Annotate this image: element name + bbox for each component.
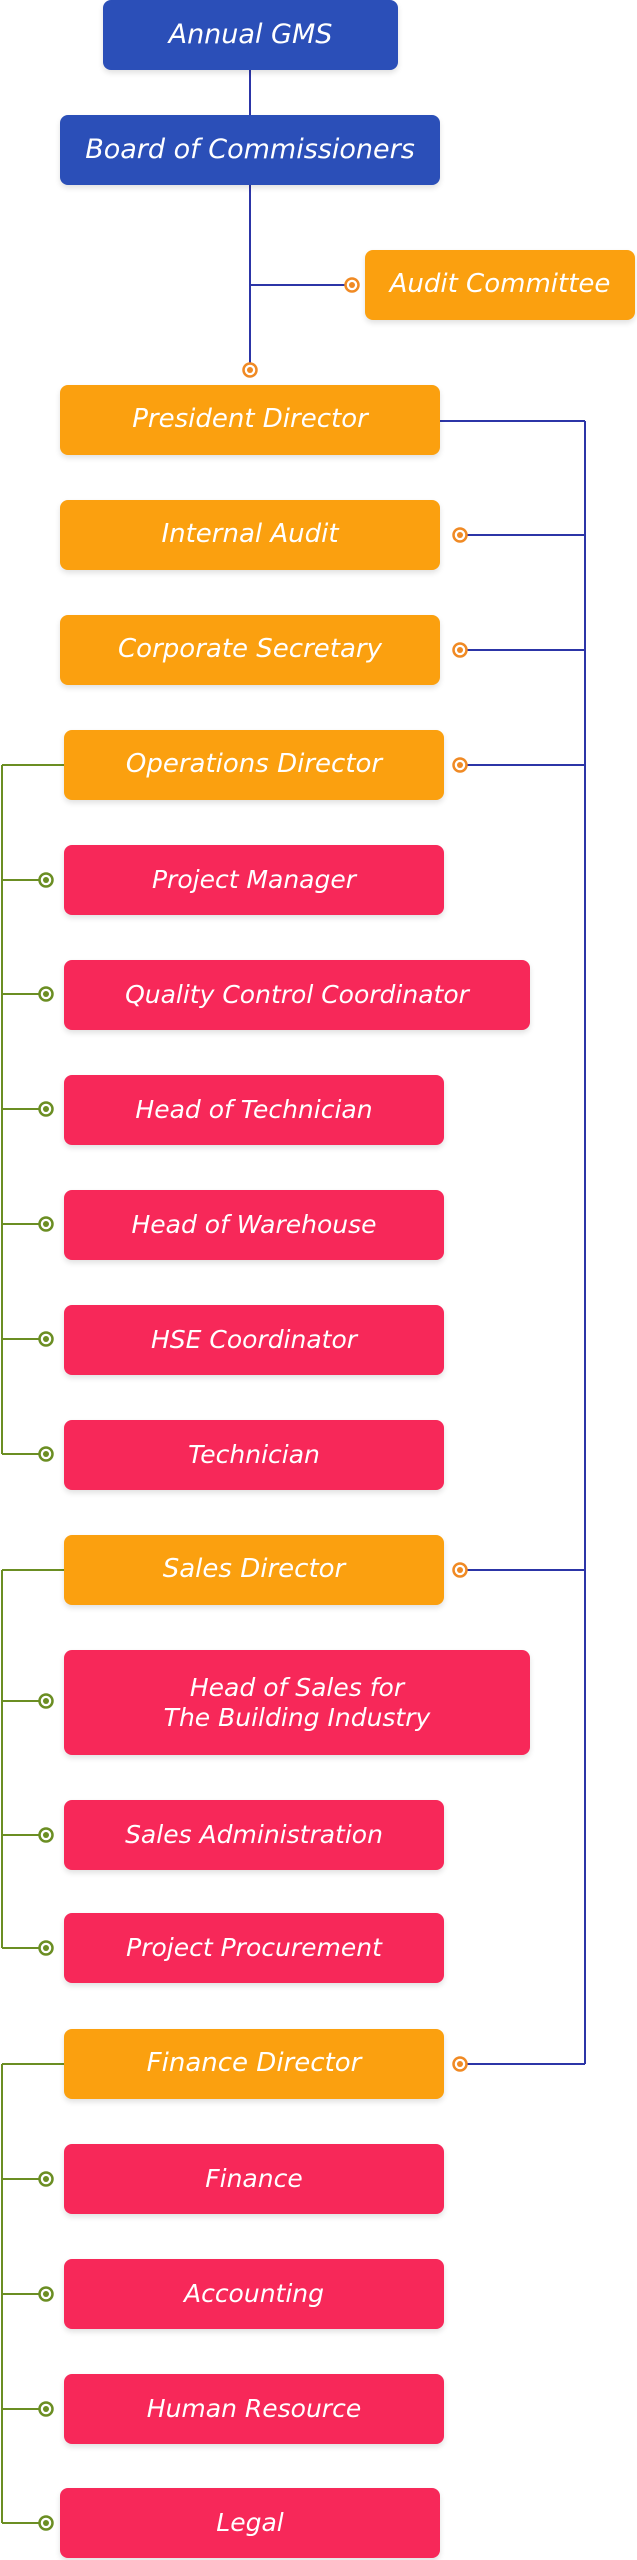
annual-gms-box: Annual GMS <box>103 0 398 70</box>
head-of-technician-label: Head of Technician <box>135 1095 373 1124</box>
quality-control-label: Quality Control Coordinator <box>125 980 469 1009</box>
finance-label: Finance <box>205 2164 303 2193</box>
operations-director-box: Operations Director <box>64 730 444 800</box>
head-of-sales-box: Head of Sales for The Building Industry <box>64 1650 530 1755</box>
spine-dots <box>452 527 468 2072</box>
project-manager-box: Project Manager <box>64 845 444 915</box>
board-label: Board of Commissioners <box>85 133 415 165</box>
finance-director-box: Finance Director <box>64 2029 444 2099</box>
technician-label: Technician <box>188 1440 320 1469</box>
legal-box: Legal <box>60 2488 440 2558</box>
annual-gms-label: Annual GMS <box>168 18 333 50</box>
project-manager-label: Project Manager <box>151 865 357 894</box>
hse-coordinator-box: HSE Coordinator <box>64 1305 444 1375</box>
internal-audit-box: Internal Audit <box>60 500 440 570</box>
corporate-secretary-label: Corporate Secretary <box>118 634 382 665</box>
sales-director-label: Sales Director <box>162 1554 346 1585</box>
corporate-secretary-box: Corporate Secretary <box>60 615 440 685</box>
human-resource-label: Human Resource <box>146 2394 362 2423</box>
spine-branches <box>460 534 585 2065</box>
president-director-label: President Director <box>132 404 368 435</box>
audit-committee-label: Audit Committee <box>389 269 611 300</box>
president-director-box: President Director <box>60 385 440 455</box>
audit-committee-box: Audit Committee <box>365 250 635 320</box>
legal-label: Legal <box>216 2508 284 2537</box>
technician-box: Technician <box>64 1420 444 1490</box>
quality-control-coordinator-box: Quality Control Coordinator <box>64 960 530 1030</box>
head-of-technician-box: Head of Technician <box>64 1075 444 1145</box>
accounting-label: Accounting <box>183 2279 325 2308</box>
sales-bracket <box>1 1569 64 1949</box>
finance-box: Finance <box>64 2144 444 2214</box>
operations-bracket <box>1 764 64 1455</box>
board-of-commissioners-box: Board of Commissioners <box>60 115 440 185</box>
head-of-warehouse-box: Head of Warehouse <box>64 1190 444 1260</box>
head-of-sales-label: Head of Sales for The Building Industry <box>163 1672 431 1732</box>
operations-director-label: Operations Director <box>125 749 383 780</box>
sales-administration-label: Sales Administration <box>125 1820 383 1849</box>
head-of-warehouse-label: Head of Warehouse <box>131 1210 377 1239</box>
project-procurement-label: Project Procurement <box>126 1933 382 1962</box>
finance-bracket <box>1 2063 64 2524</box>
finance-director-label: Finance Director <box>146 2048 362 2079</box>
sales-administration-box: Sales Administration <box>64 1800 444 1870</box>
human-resource-box: Human Resource <box>64 2374 444 2444</box>
internal-audit-label: Internal Audit <box>161 519 339 550</box>
project-procurement-box: Project Procurement <box>64 1913 444 1983</box>
hse-coordinator-label: HSE Coordinator <box>150 1325 358 1354</box>
green-dots <box>38 872 54 2531</box>
accounting-box: Accounting <box>64 2259 444 2329</box>
sales-director-box: Sales Director <box>64 1535 444 1605</box>
